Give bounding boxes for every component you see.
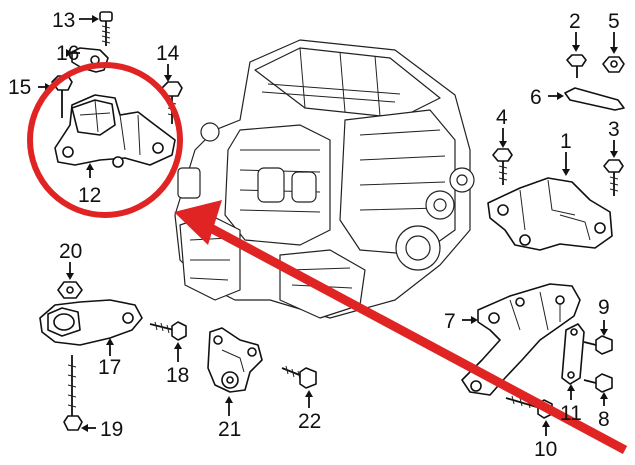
callout-10: 10 [534,438,557,461]
callout-7: 7 [444,310,456,333]
part-17-lower-mount [39,299,143,346]
part-11-link [561,323,585,385]
leader-lines [38,15,618,436]
callout-15: 15 [8,76,31,99]
callout-2: 2 [569,10,581,33]
callout-19: 19 [100,418,123,441]
highlight-circle [27,62,183,218]
part-20-nut [57,281,83,299]
part-18-bolt [149,321,187,341]
callout-9: 9 [598,296,610,319]
callout-4: 4 [496,106,508,129]
part-9-bolt [583,335,613,355]
highlight-arrow-head [174,200,222,245]
part-22-bolt [281,365,317,389]
engine-illustration [174,39,475,319]
callout-5: 5 [608,10,620,33]
callout-1: 1 [560,130,572,153]
part-19-bolt [63,355,83,431]
callout-16: 16 [56,42,79,65]
callout-17: 17 [98,356,121,379]
callout-21: 21 [218,418,241,441]
highlight-arrow-shaft [202,221,628,454]
part-7-bracket [461,283,581,396]
callout-3: 3 [608,118,620,141]
callout-14: 14 [156,42,180,65]
callout-8: 8 [598,408,610,431]
callout-labels: 13 16 15 14 12 2 5 6 4 1 3 20 17 18 19 2… [8,9,620,461]
part-1-engine-mount [487,177,613,251]
callout-22: 22 [298,410,321,433]
part-12-transmission-mount [54,94,176,168]
part-5-nut [602,56,625,73]
callout-20: 20 [59,240,82,263]
part-13-bolt [99,11,113,46]
callout-12: 12 [78,184,101,207]
callout-11: 11 [560,402,582,425]
part-8-bolt [583,373,613,393]
highlight-annotation [27,62,628,454]
callout-6: 6 [530,86,542,109]
part-4-bolt [492,148,513,185]
part-6-strap [564,87,625,111]
part-2-bolt [566,54,587,78]
part-3-bolt [603,159,624,196]
callout-13: 13 [52,9,75,32]
callout-18: 18 [166,364,189,387]
part-21-bracket [207,327,263,393]
